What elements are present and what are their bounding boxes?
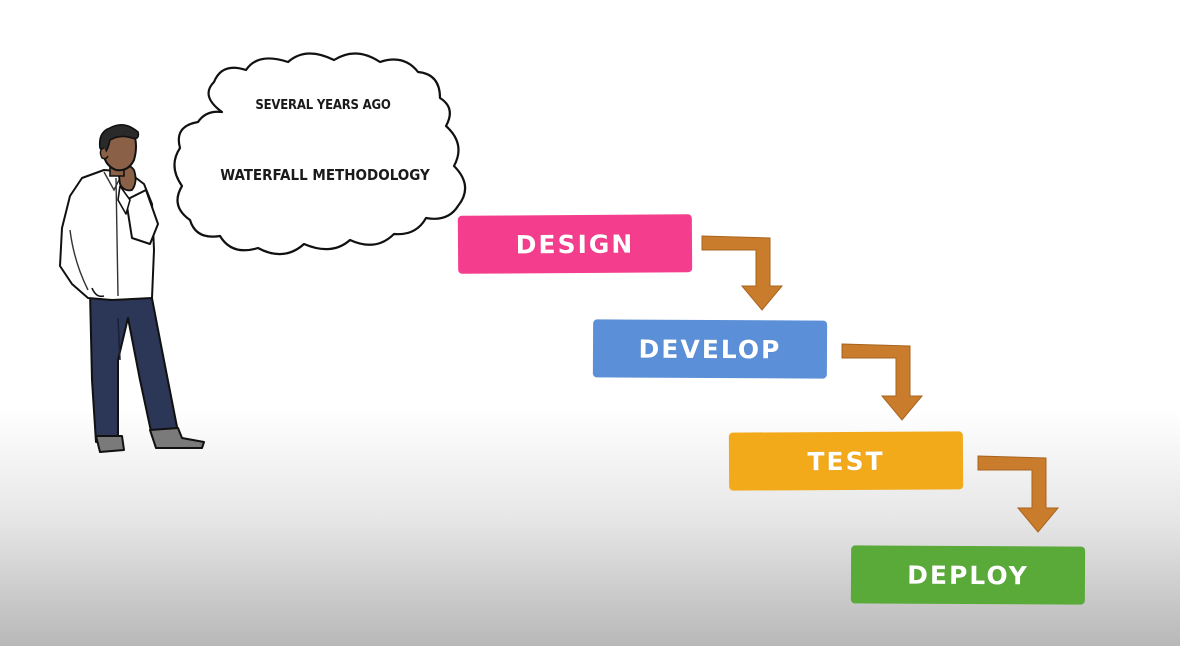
step-develop-label: DEVELOP [638,334,782,364]
step-test: TEST [728,431,964,491]
step-deploy: DEPLOY [850,545,1086,605]
cloud-title: WATERFALL METHODOLOGY [220,166,430,184]
step-test-label: TEST [807,446,885,476]
step-deploy-label: DEPLOY [907,560,1029,590]
step-design-label: DESIGN [515,229,635,259]
cloud-subtitle: SEVERAL YEARS AGO [255,98,391,113]
step-develop: DEVELOP [592,319,828,379]
step-design: DESIGN [457,214,693,274]
